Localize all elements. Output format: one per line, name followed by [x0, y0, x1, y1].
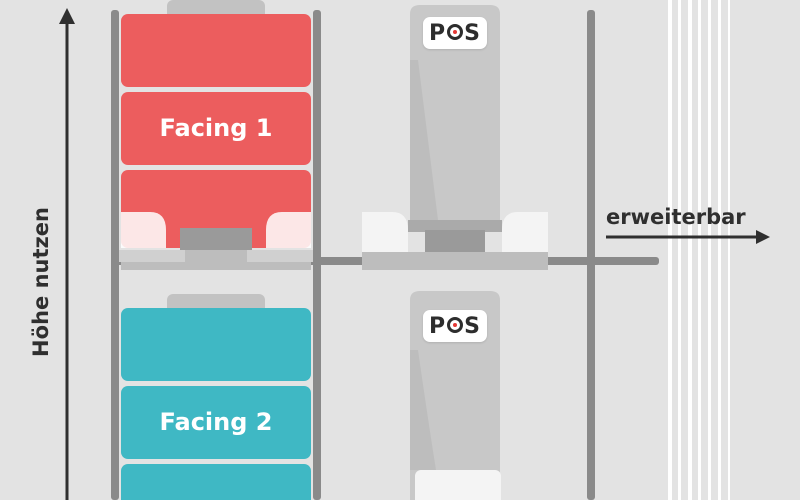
height-axis-label: Höhe nutzen: [29, 207, 53, 357]
pos-display-bottom: [410, 291, 501, 500]
expand-arrow-icon: [606, 230, 770, 244]
facing-1-label: Facing 1: [159, 114, 273, 142]
background-stripes: [668, 0, 730, 500]
facing-2-stack: [121, 294, 311, 500]
rail-right: [587, 10, 595, 500]
rail-middle: [313, 10, 321, 500]
pos-target-icon: [447, 23, 464, 40]
pos-display-top: [410, 5, 500, 232]
rail-left: [111, 10, 119, 500]
facing-2-label: Facing 2: [159, 408, 273, 436]
pos-target-icon: [447, 316, 464, 333]
holder-middle: [362, 212, 548, 270]
holder-left: [119, 212, 313, 270]
height-arrow-icon: [59, 8, 75, 500]
facing-1-stack: [121, 0, 311, 248]
expand-label: erweiterbar: [606, 205, 746, 229]
